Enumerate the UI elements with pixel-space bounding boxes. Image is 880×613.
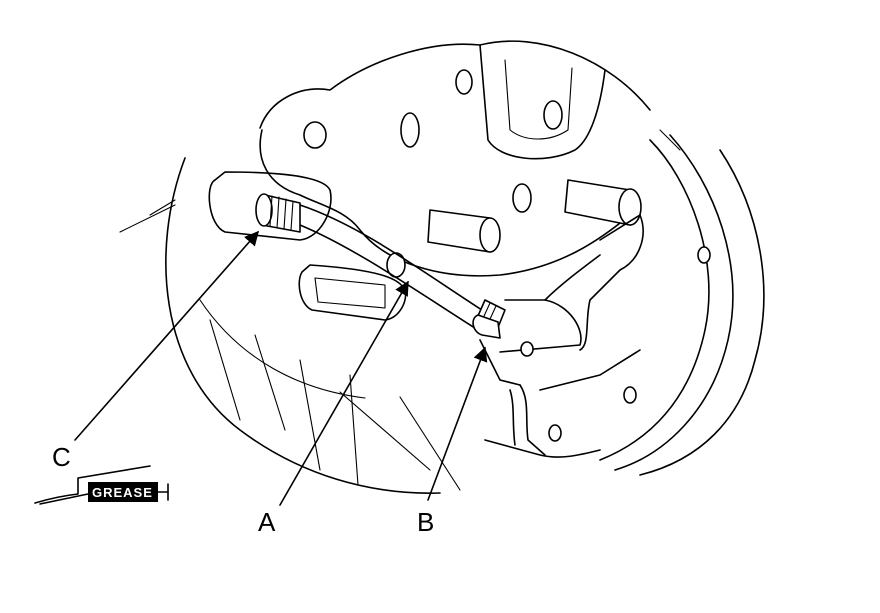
leader-line-c <box>74 230 259 441</box>
grease-label-box <box>88 482 158 502</box>
callout-label-b: B <box>417 507 434 537</box>
bolt-hole-icon <box>455 69 473 95</box>
bolt-hole-icon <box>512 183 532 213</box>
brake-hose <box>299 204 486 331</box>
leader-line-b <box>427 346 488 501</box>
wheel-studs <box>427 179 642 253</box>
grease-label: GREASE <box>92 485 153 500</box>
callout-label-a: A <box>258 507 276 537</box>
leader-lines <box>74 230 488 506</box>
leader-line-a <box>279 280 409 506</box>
lower-spring <box>484 349 641 458</box>
hub-flange <box>259 40 651 278</box>
plate-openings <box>208 171 407 321</box>
callout-label-c: C <box>52 442 71 472</box>
grease-symbol: GREASE <box>34 465 169 505</box>
hose-fitting-left <box>255 193 301 233</box>
bolt-hole-icon <box>303 121 327 149</box>
caliper-bracket <box>479 214 644 386</box>
bolt-hole-icon <box>400 112 420 148</box>
brake-disc-rim <box>548 129 765 476</box>
bolt-hole-icon <box>543 100 563 130</box>
hose-fitting-right <box>472 299 506 339</box>
backing-plate <box>119 157 461 494</box>
